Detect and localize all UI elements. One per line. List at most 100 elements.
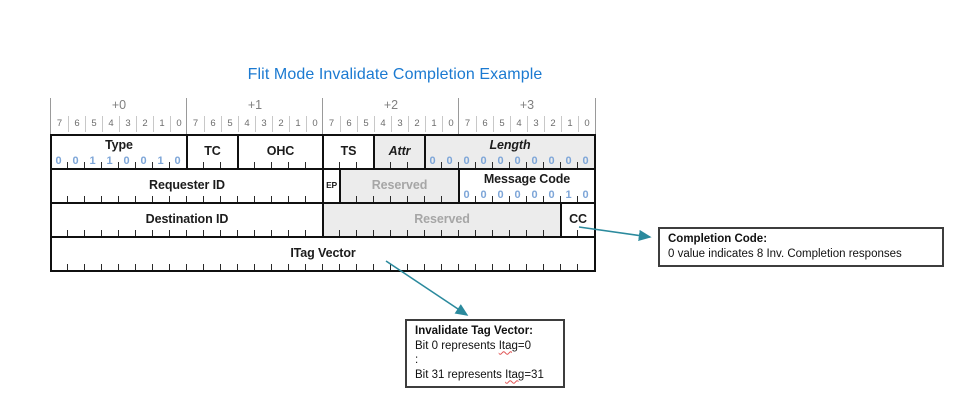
bit-value-digit: 0 [497,155,504,167]
bit-value-digit: 0 [531,155,538,167]
bit-tick [271,230,272,236]
bit-number: 7 [192,118,199,129]
bit-tick [390,196,391,202]
bit-number: 6 [476,116,493,132]
bit-tick [254,162,255,168]
bit-number: 6 [204,116,221,132]
bit-tick [101,264,102,270]
bit-tick [458,230,459,236]
bit-number: 3 [119,116,136,132]
bit-value-digit: 0 [565,155,572,167]
bit-tick [271,196,272,202]
bit-tick [577,230,578,236]
bit-tick [509,162,510,168]
bit-tick [67,162,68,168]
field-ohc: OHC [237,134,324,170]
bit-tick [169,264,170,270]
bit-tick [67,264,68,270]
bit-tick [67,196,68,202]
bit-tick [84,196,85,202]
bit-number: 3 [527,116,544,132]
note-text: : [415,354,419,366]
bit-tick [441,162,442,168]
bit-tick [509,196,510,202]
byte-divider [50,98,51,134]
field-label: Length [489,138,531,152]
field-label: ITag Vector [290,246,356,260]
bit-tick [305,196,306,202]
bit-tick [543,196,544,202]
field-label: TC [204,144,221,158]
bit-tick [424,264,425,270]
bit-value-digit: 0 [72,155,79,167]
field-label: Attr [388,144,411,158]
bit-tick [543,162,544,168]
bit-value-digit: 1 [106,155,113,167]
bit-tick [288,230,289,236]
bit-number: 0 [306,116,323,132]
bit-number: 4 [510,116,527,132]
bit-tick [118,162,119,168]
field-label: OHC [266,144,295,158]
bit-tick [203,264,204,270]
note-itag-vector-title: Invalidate Tag Vector: [415,325,534,337]
note-text: 0 value indicates 8 Inv. Completion resp… [668,247,902,260]
bit-tick [84,162,85,168]
bit-tick [543,230,544,236]
bit-tick [322,264,323,270]
byte-label: +3 [519,98,535,112]
bit-value-digit: 0 [582,189,589,201]
bit-value-digit: 0 [548,189,555,201]
bit-tick [152,230,153,236]
note-itag-vector-body: Bit 0 represents Itag=0:Bit 31 represent… [415,339,555,383]
bit-tick [67,230,68,236]
bit-tick [203,230,204,236]
bit-value-digit: 0 [548,155,555,167]
note-text: =0 [517,339,532,352]
bit-number: 4 [374,116,391,132]
bit-value-digit: 0 [140,155,147,167]
bit-number: 5 [357,116,374,132]
bit-tick [101,230,102,236]
bit-tick [220,230,221,236]
bit-tick [492,230,493,236]
bit-number: 0 [442,116,459,132]
field-destination-id: Destination ID [50,202,324,238]
bit-tick [526,162,527,168]
bit-tick [288,196,289,202]
bit-value-digit: 0 [514,155,521,167]
bit-value-digit: 0 [463,189,470,201]
bit-tick [220,162,221,168]
bit-tick [526,230,527,236]
bit-number: 5 [493,116,510,132]
bit-number: 1 [289,116,306,132]
bit-tick [339,230,340,236]
byte-divider [186,98,187,134]
bit-tick [237,230,238,236]
field-cc: CC [560,202,596,238]
note-completion-code: Completion Code: 0 value indicates 8 Inv… [658,227,944,267]
bit-number: 5 [221,116,238,132]
bit-tick [305,230,306,236]
field-label: Message Code [483,172,571,186]
bit-tick [339,264,340,270]
note-line: : [415,353,555,368]
bit-tick [152,196,153,202]
field-label: Reserved [371,178,428,192]
field-label: Requester ID [149,178,225,192]
byte-divider [595,98,596,134]
bit-tick [271,162,272,168]
bit-tick [169,162,170,168]
bit-tick [492,264,493,270]
bit-tick [152,264,153,270]
note-line: 0 value indicates 8 Inv. Completion resp… [668,247,934,262]
bit-tick [373,264,374,270]
bit-tick [305,162,306,168]
bit-tick [220,264,221,270]
bit-tick [526,196,527,202]
bit-tick [424,230,425,236]
bit-number: 1 [425,116,442,132]
